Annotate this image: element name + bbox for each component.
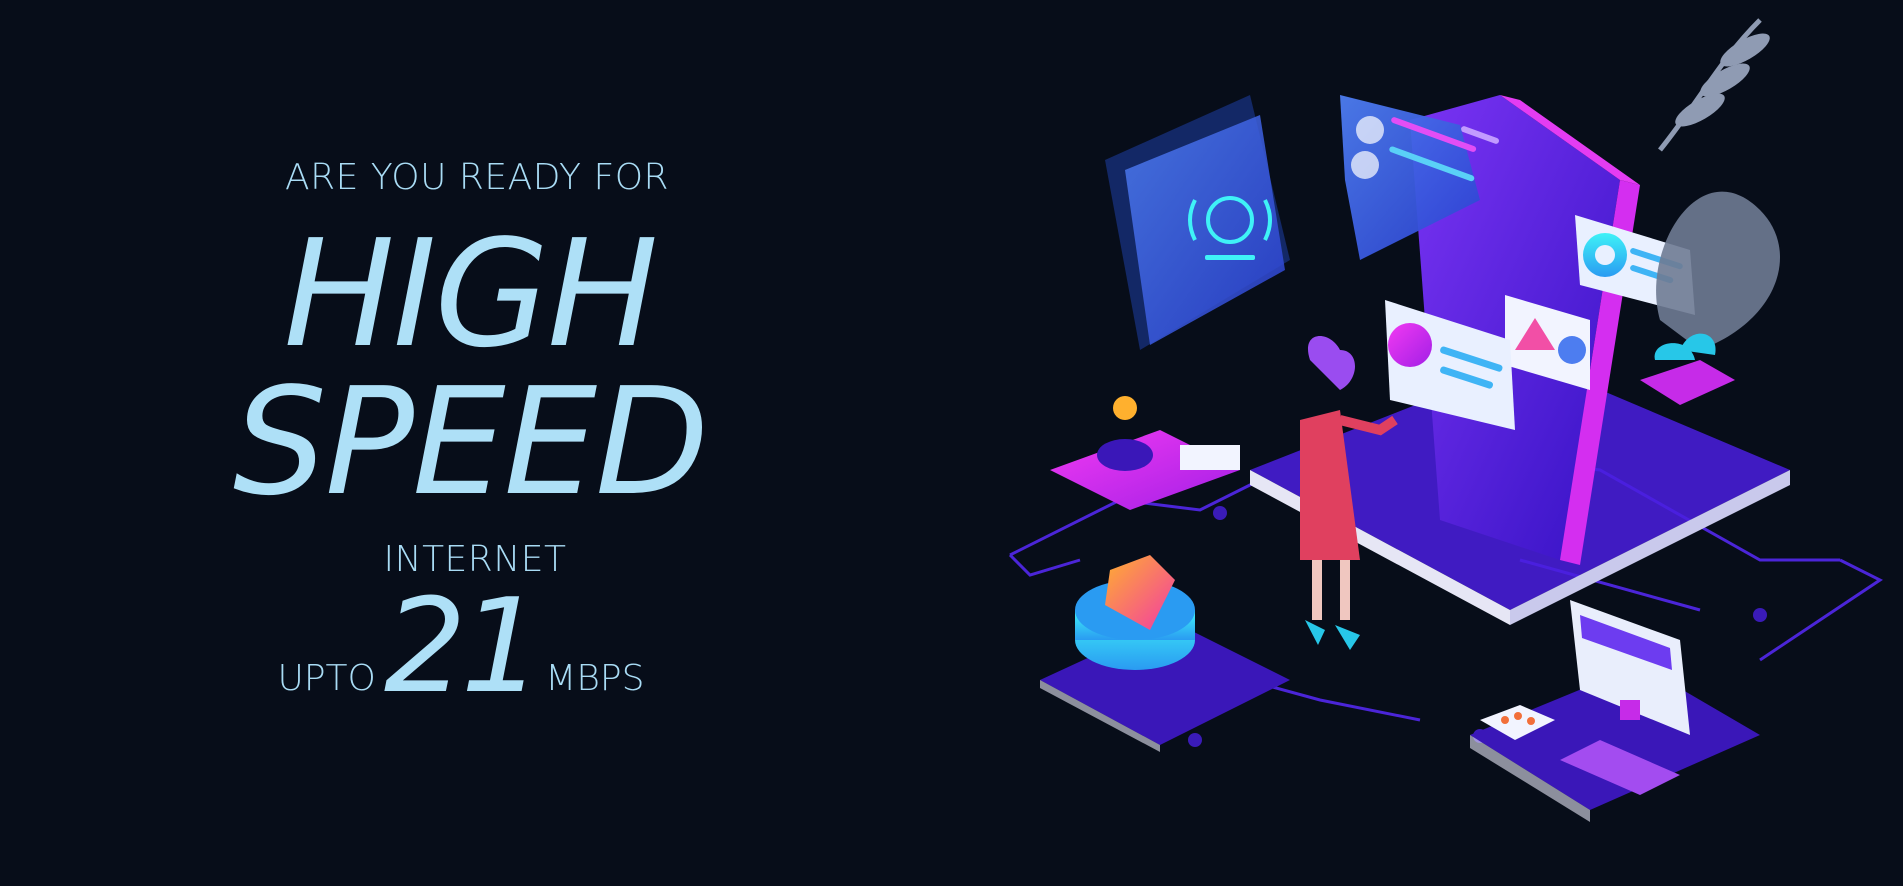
pre-title: ARE YOU READY FOR	[284, 157, 670, 198]
image-card	[1505, 295, 1590, 390]
computer-platform	[1470, 665, 1760, 822]
speed-row: UPTO 21 MBPS	[60, 570, 890, 722]
wifi-call-icon	[1105, 95, 1290, 350]
headline: HIGH SPEED	[232, 208, 709, 528]
button-pad	[1050, 396, 1240, 510]
chart-card	[1385, 300, 1515, 430]
sub-title: INTERNET	[383, 539, 567, 580]
speed-value: 21	[383, 570, 543, 722]
keyboard-icon	[1560, 740, 1680, 795]
pie-chart-icon	[1040, 555, 1290, 752]
illustration-svg	[1008, 18, 1883, 822]
chat-icon	[1480, 705, 1555, 740]
isometric-illustration	[1000, 0, 1903, 886]
speed-unit: MBPS	[545, 658, 645, 699]
plant-icon	[1640, 18, 1780, 405]
hero-text: ARE YOU READY FOR HIGH SPEED INTERNET UP…	[60, 157, 890, 722]
media-card	[1340, 95, 1480, 260]
speed-prefix: UPTO	[277, 658, 376, 699]
monitor-icon	[1570, 600, 1690, 735]
person-figure	[1300, 336, 1398, 650]
